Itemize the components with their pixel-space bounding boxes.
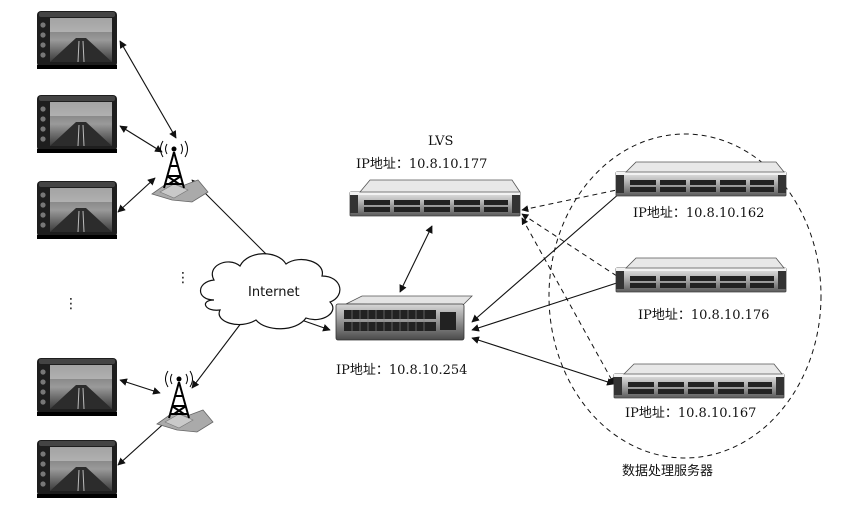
terminal-links xyxy=(117,40,177,466)
server-group-label: 数据处理服务器 xyxy=(622,464,714,479)
rack-server-icon xyxy=(349,179,521,217)
vehicle-terminal-icon xyxy=(36,357,118,417)
vehicle-terminal-icon xyxy=(36,94,118,154)
server-ip-label: IP地址：10.8.10.176 xyxy=(638,308,770,323)
vehicle-terminal-icon xyxy=(36,10,118,70)
lvs-title: LVS xyxy=(428,134,454,149)
cell-tower-icon xyxy=(151,140,209,203)
internet-label: Internet xyxy=(248,285,300,300)
vehicle-terminal-icon xyxy=(36,180,118,240)
more-terminals-ellipsis: ⋮ xyxy=(64,296,78,312)
rack-server-icon xyxy=(613,363,785,399)
server-ip-label: IP地址：10.8.10.162 xyxy=(633,206,765,221)
lvs-server-links xyxy=(521,185,627,385)
cell-tower-icon xyxy=(156,370,214,433)
more-towers-ellipsis: ⋮ xyxy=(176,270,190,286)
rack-server-icon xyxy=(615,257,787,293)
rack-server-icon xyxy=(615,161,787,197)
server-group-boundary xyxy=(548,133,822,459)
cloud-icon xyxy=(199,253,341,330)
network-switch-icon xyxy=(335,295,473,341)
switch-ip-label: IP地址：10.8.10.254 xyxy=(336,363,468,378)
server-ip-label: IP地址：10.8.10.167 xyxy=(625,406,757,421)
vehicle-terminal-icon xyxy=(36,439,118,499)
lvs-ip-label: IP地址：10.8.10.177 xyxy=(356,157,488,172)
